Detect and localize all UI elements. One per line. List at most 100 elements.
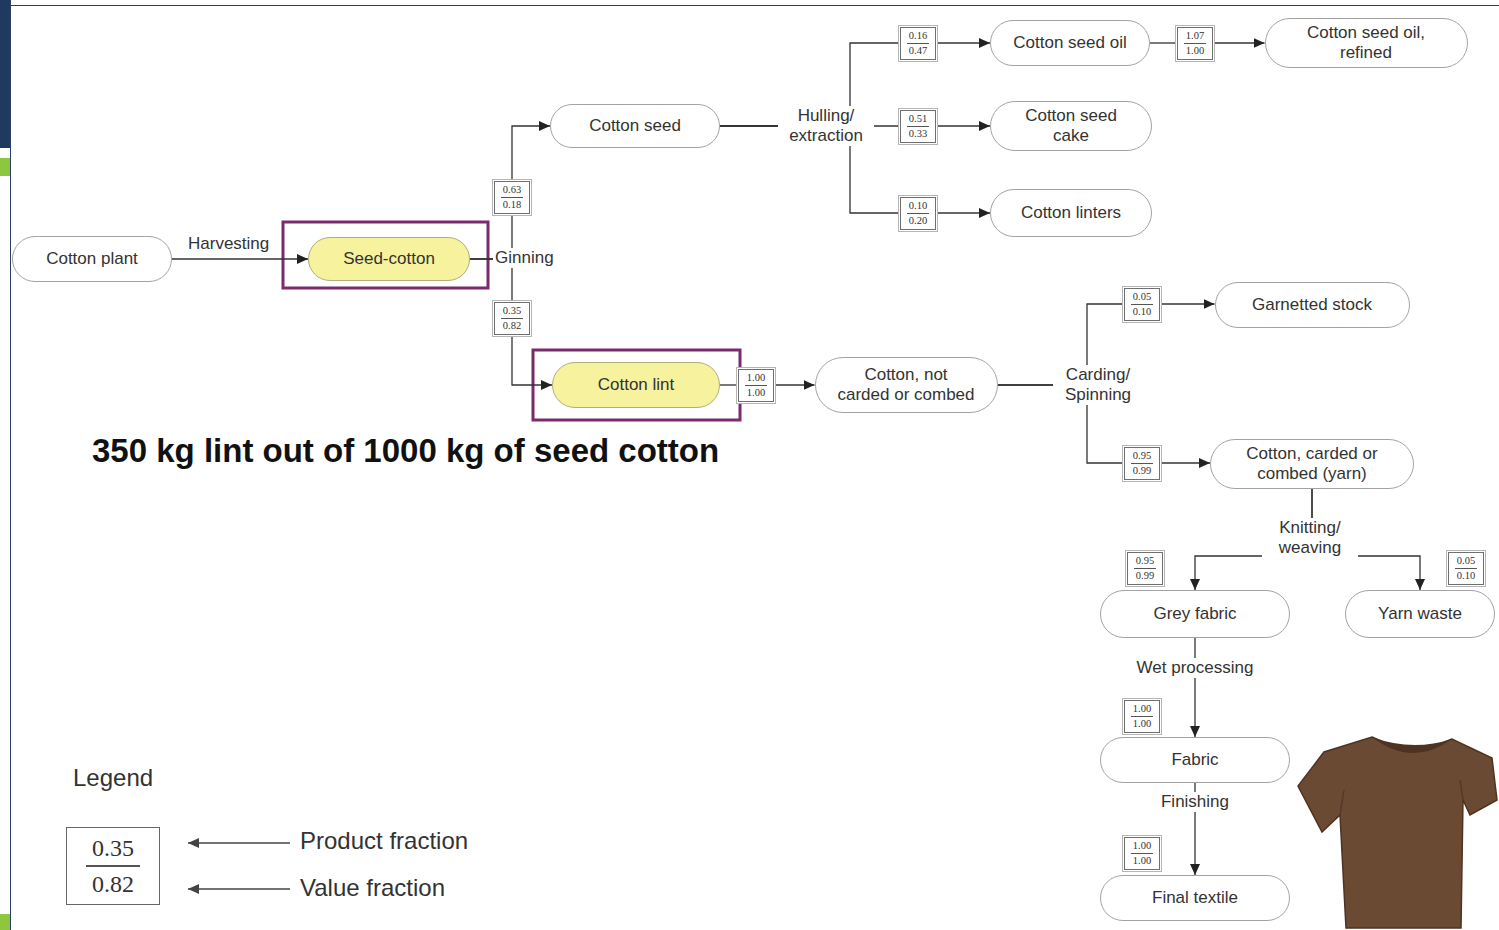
- process-node: Cotton seed oil: [990, 20, 1150, 66]
- fraction-box: 0.350.82: [494, 302, 530, 335]
- value-fraction: 0.33: [907, 127, 929, 140]
- process-step: Carding/ Spinning: [1053, 365, 1143, 405]
- side-bar: [0, 158, 10, 176]
- legend-arrow: [188, 888, 290, 890]
- value-fraction: 1.00: [1131, 854, 1153, 867]
- node-label: Cotton, not carded or combed: [837, 365, 976, 405]
- legend-label: Value fraction: [300, 874, 445, 902]
- fraction-box: 0.160.47: [900, 27, 936, 60]
- connector: [720, 384, 738, 385]
- product-fraction: 0.35: [86, 834, 140, 867]
- connector: [1160, 462, 1210, 463]
- fraction-box: 0.050.10: [1124, 288, 1160, 321]
- connector: [1194, 638, 1195, 737]
- connector: [172, 258, 308, 259]
- side-bar: [0, 914, 10, 930]
- process-node: Cotton seed oil, refined: [1265, 18, 1468, 68]
- product-fraction: 1.00: [1131, 703, 1153, 717]
- node-label: Yarn waste: [1378, 604, 1462, 624]
- value-fraction: 1.00: [1184, 44, 1206, 57]
- value-fraction: 0.10: [1455, 569, 1477, 582]
- process-node: Final textile: [1100, 875, 1290, 921]
- tshirt-illustration: [1298, 737, 1497, 928]
- value-fraction: 0.82: [86, 867, 140, 898]
- edge-label: Harvesting: [188, 234, 269, 254]
- connector: [936, 125, 990, 126]
- connector: [1213, 42, 1265, 43]
- process-step: Finishing: [1159, 792, 1231, 812]
- product-fraction: 0.95: [1131, 450, 1153, 464]
- product-fraction: 0.05: [1455, 555, 1477, 569]
- value-fraction: 0.18: [501, 198, 523, 211]
- fraction-box: 0.510.33: [900, 110, 936, 143]
- connector: [512, 126, 550, 181]
- tshirt-body: [1298, 737, 1497, 928]
- process-node: Cotton plant: [12, 236, 172, 282]
- fraction-box: 1.001.00: [1124, 700, 1160, 733]
- process-node: Yarn waste: [1345, 590, 1495, 638]
- process-node: Cotton lint: [552, 362, 720, 408]
- process-node: Fabric: [1100, 737, 1290, 783]
- highlight-frame: [533, 350, 740, 420]
- product-fraction: 0.95: [1134, 555, 1156, 569]
- node-label: Cotton lint: [598, 375, 675, 395]
- product-fraction: 0.05: [1131, 291, 1153, 305]
- side-rule: [10, 0, 11, 930]
- connector: [936, 42, 990, 43]
- fraction-box: 1.001.00: [738, 369, 774, 402]
- node-label: Cotton seed oil: [1013, 33, 1126, 53]
- process-node: Garnetted stock: [1215, 282, 1410, 328]
- fraction-box: 0.950.99: [1124, 447, 1160, 480]
- process-node: Cotton, not carded or combed: [815, 357, 998, 413]
- connector: [1160, 303, 1215, 304]
- legend-item: Value fraction: [300, 874, 445, 902]
- highlight-frame: [283, 222, 488, 288]
- node-label: Cotton, carded or combed (yarn): [1227, 444, 1397, 484]
- value-fraction: 0.99: [1131, 464, 1153, 477]
- node-label: Final textile: [1152, 888, 1238, 908]
- side-bar: [0, 0, 10, 148]
- value-fraction: 0.10: [1131, 305, 1153, 318]
- process-node: Cotton seed cake: [990, 101, 1152, 151]
- process-node: Cotton linters: [990, 189, 1152, 237]
- node-label: Grey fabric: [1153, 604, 1236, 624]
- fraction-box: 0.050.10: [1448, 552, 1484, 585]
- node-label: Cotton linters: [1021, 203, 1121, 223]
- product-fraction: 0.35: [501, 305, 523, 319]
- top-rule: [10, 5, 1499, 6]
- process-step: Hulling/ extraction: [778, 106, 874, 146]
- product-fraction: 0.63: [501, 184, 523, 198]
- value-fraction: 0.82: [501, 319, 523, 332]
- process-node: Cotton seed: [550, 104, 720, 148]
- fraction-box: 0.950.99: [1127, 552, 1163, 585]
- tshirt-collar: [1372, 737, 1452, 753]
- node-label: Seed-cotton: [343, 249, 435, 269]
- legend-item: Product fraction: [300, 827, 468, 855]
- process-node: Cotton, carded or combed (yarn): [1210, 439, 1414, 489]
- node-label: Cotton seed: [589, 116, 681, 136]
- legend-title: Legend: [73, 764, 153, 792]
- connector: [936, 212, 990, 213]
- product-fraction: 0.16: [907, 30, 929, 44]
- process-node: Grey fabric: [1100, 590, 1290, 638]
- node-label: Fabric: [1171, 750, 1218, 770]
- process-step: Wet processing: [1135, 658, 1256, 678]
- value-fraction: 0.20: [907, 214, 929, 227]
- connector: [1150, 42, 1177, 43]
- node-label: Cotton seed cake: [1016, 106, 1126, 146]
- process-node: Seed-cotton: [308, 237, 470, 281]
- product-fraction: 1.00: [1131, 840, 1153, 854]
- node-label: Cotton seed oil, refined: [1291, 23, 1441, 63]
- fraction-box: 0.630.18: [494, 181, 530, 214]
- value-fraction: 0.99: [1134, 569, 1156, 582]
- connector: [512, 335, 552, 386]
- value-fraction: 1.00: [1131, 717, 1153, 730]
- tshirt-seam: [1340, 780, 1463, 815]
- product-fraction: 1.07: [1184, 30, 1206, 44]
- node-label: Garnetted stock: [1252, 295, 1372, 315]
- yield-note: 350 kg lint out of 1000 kg of seed cotto…: [92, 431, 719, 471]
- process-step: Ginning: [493, 248, 556, 268]
- product-fraction: 0.51: [907, 113, 929, 127]
